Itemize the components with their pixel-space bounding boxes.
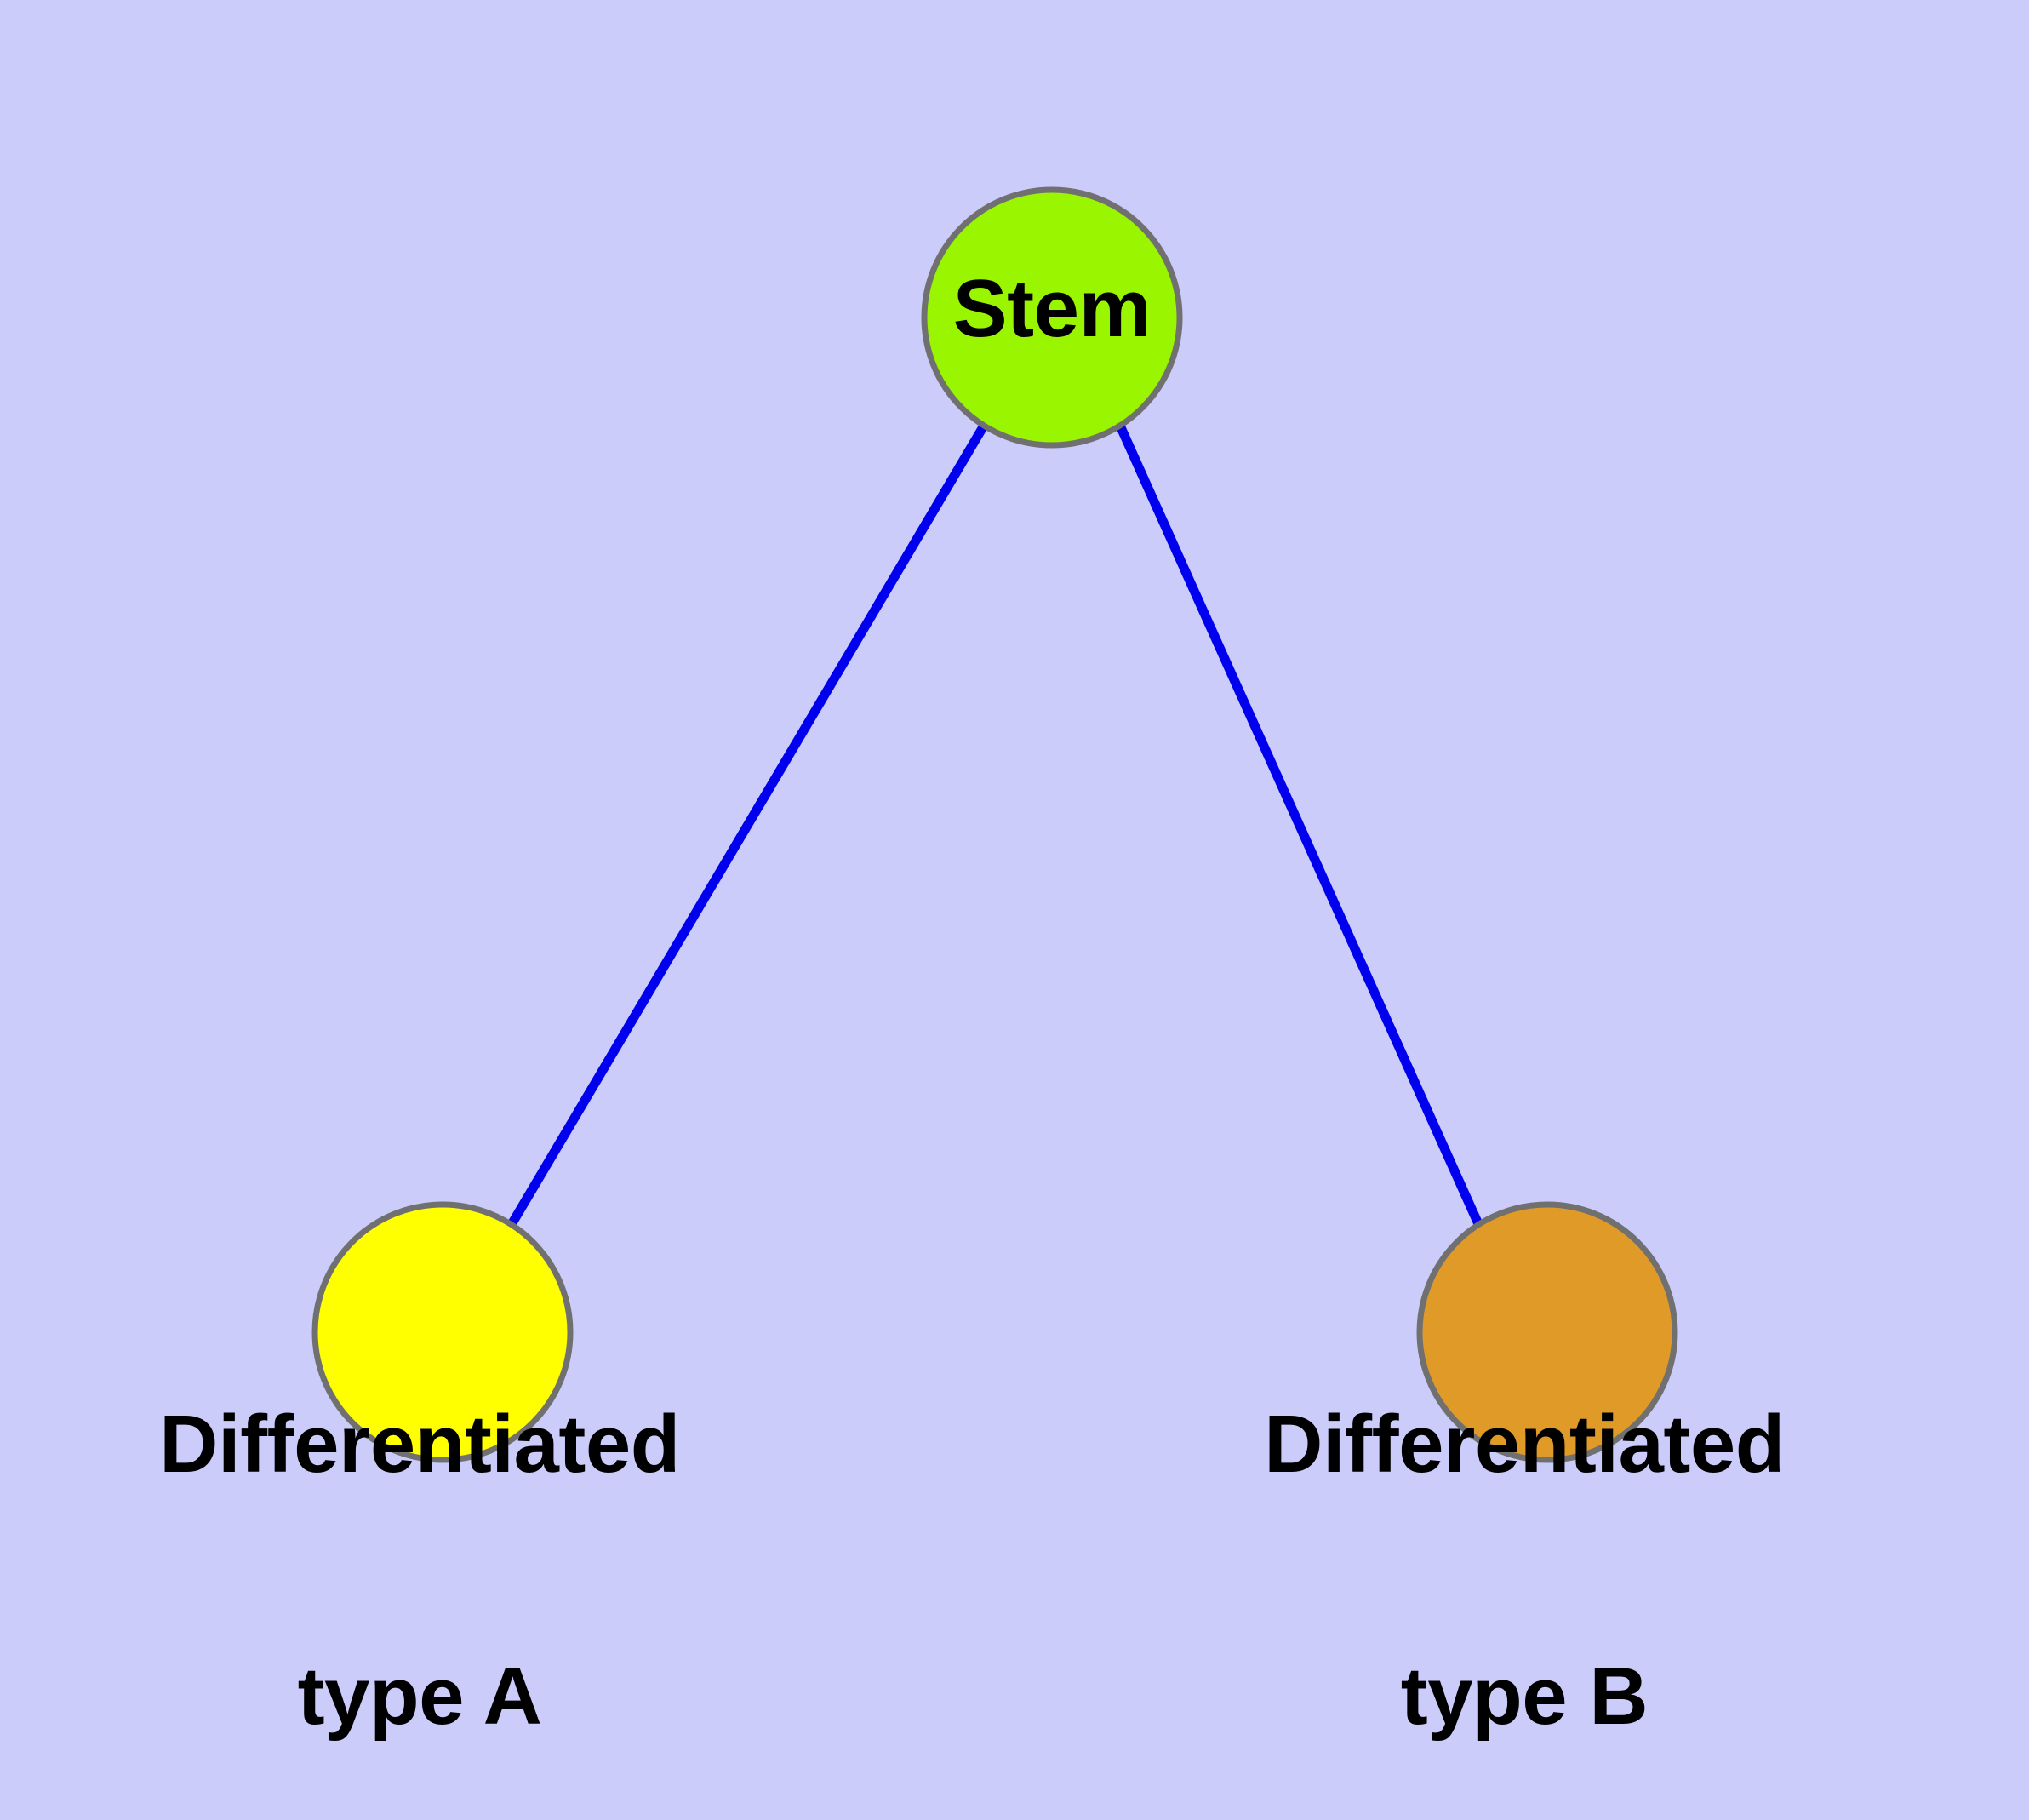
edge-stem-to-differentiated-type-a[interactable] xyxy=(506,423,988,1228)
node-differentiated-type-b[interactable] xyxy=(1416,1201,1678,1463)
edges-layer xyxy=(506,423,1484,1228)
nodes-layer xyxy=(311,186,1678,1463)
node-stem[interactable] xyxy=(921,186,1183,449)
edge-stem-to-differentiated-type-b[interactable] xyxy=(1115,423,1484,1228)
node-differentiated-type-a[interactable] xyxy=(311,1201,574,1463)
